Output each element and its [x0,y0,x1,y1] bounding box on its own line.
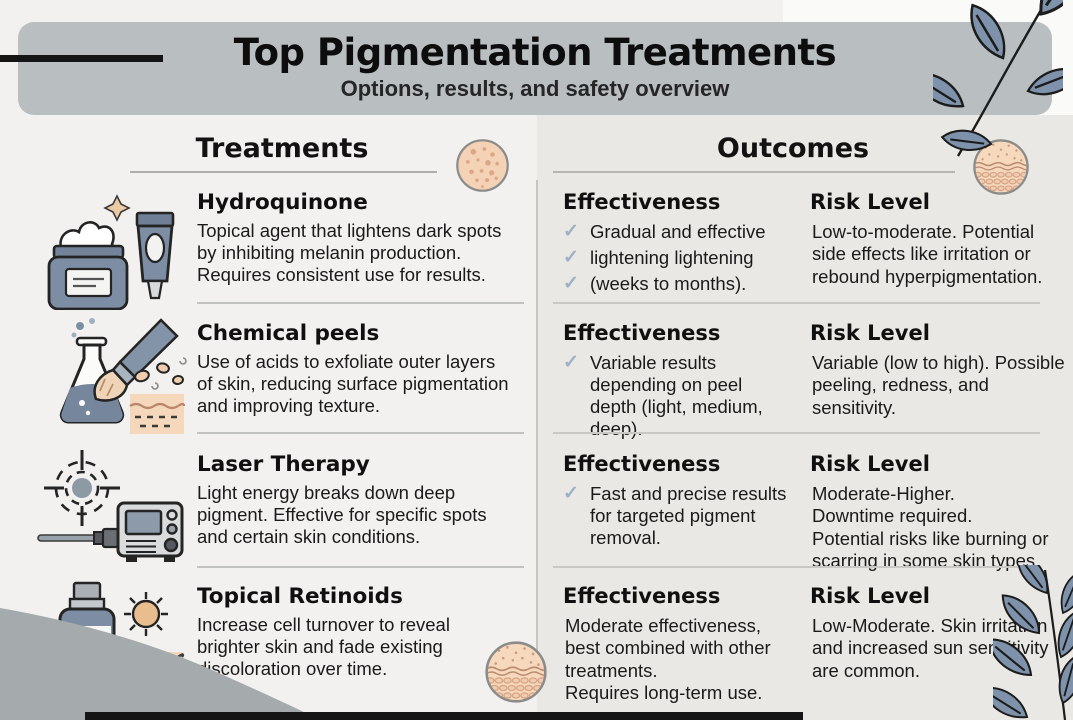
treatment-name: Chemical peels [197,321,380,346]
risk-heading: Risk Level [810,321,930,345]
leaf-branch-top-right-icon [933,0,1063,157]
check-icon: ✓ [563,352,579,373]
header-accent-bar [0,55,163,62]
effectiveness-heading: Effectiveness [563,584,721,608]
check-icon: ✓ [563,221,579,242]
treatment-item-chemical-peels: Chemical peels Use of acids to exfoliate… [197,321,515,416]
header-banner: Top Pigmentation Treatments Options, res… [18,22,1052,115]
outcomes-heading-rule [553,171,955,173]
effectiveness-cell-chemical-peels: Effectiveness ✓ Variable results dependi… [563,321,793,444]
skin-spots-icon [456,139,509,192]
page-title: Top Pigmentation Treatments [233,31,837,74]
treatment-description: Increase cell turnover to reveal brighte… [197,614,450,679]
checked-item: ✓ Variable results depending on peel dep… [563,352,763,439]
footer-accent-bar [85,712,803,720]
outcomes-column-heading: Outcomes [716,133,870,164]
treatment-description: Topical agent that lightens dark spots b… [197,220,502,285]
skin-layers-icon [973,139,1029,195]
risk-heading: Risk Level [810,584,930,608]
check-icon: ✓ [563,273,579,294]
outcomes-separator [553,432,1040,434]
treatment-name: Hydroquinone [197,190,368,215]
treatment-description: Use of acids to exfoliate outer layers o… [197,351,509,416]
treatments-separator [197,566,524,568]
treatments-separator [197,432,524,434]
effectiveness-cell-topical-retinoids: Effectiveness Moderate effectiveness, be… [563,584,793,705]
treatments-separator [197,302,524,304]
treatment-item-laser-therapy: Laser Therapy Light energy breaks down d… [197,452,515,547]
effectiveness-heading: Effectiveness [563,190,721,214]
outcomes-separator [553,566,1040,568]
effectiveness-heading: Effectiveness [563,452,721,476]
risk-cell-chemical-peels: Risk Level Variable (low to high). Possi… [810,321,1065,418]
checked-item: ✓ (weeks to months). [563,273,747,294]
effectiveness-cell-hydroquinone: Effectiveness ✓ Gradual and effective ✓ … [563,190,793,299]
treatment-name: Topical Retinoids [197,584,403,609]
effectiveness-cell-laser-therapy: Effectiveness ✓ Fast and precise results… [563,452,793,553]
outcomes-column-background [537,115,1073,720]
column-divider [536,180,538,654]
treatment-name: Laser Therapy [197,452,370,477]
corner-blob-decoration [0,608,320,720]
checked-item: ✓ Fast and precise results for targeted … [563,483,787,548]
laser-target-and-device-icon [37,450,184,562]
page-subtitle: Options, results, and safety overview [340,76,730,101]
treatments-column-heading: Treatments [195,133,369,164]
checked-item: ✓ lightening lightening [563,247,754,268]
outcomes-separator [553,302,1040,304]
check-icon: ✓ [563,483,579,504]
flask-and-brush-icon [59,318,187,434]
risk-heading: Risk Level [810,190,930,214]
treatments-heading-rule [130,171,437,173]
risk-cell-hydroquinone: Risk Level Low-to-moderate. Potential si… [810,190,1066,288]
check-icon: ✓ [563,247,579,268]
risk-heading: Risk Level [810,452,930,476]
cream-jar-and-tube-icon [47,194,175,310]
leaf-branch-bottom-right-icon [993,565,1073,720]
treatment-description: Light energy breaks down deep pigment. E… [197,482,487,547]
risk-cell-topical-retinoids: Risk Level Low-Moderate. Skin irritation… [810,584,1066,682]
effectiveness-heading: Effectiveness [563,321,721,345]
treatment-item-hydroquinone: Hydroquinone Topical agent that lightens… [197,190,515,285]
risk-cell-laser-therapy: Risk Level Moderate-Higher. Downtime req… [810,452,1066,573]
checked-item: ✓ Gradual and effective [563,221,766,242]
treatment-item-topical-retinoids: Topical Retinoids Increase cell turnover… [197,584,515,679]
